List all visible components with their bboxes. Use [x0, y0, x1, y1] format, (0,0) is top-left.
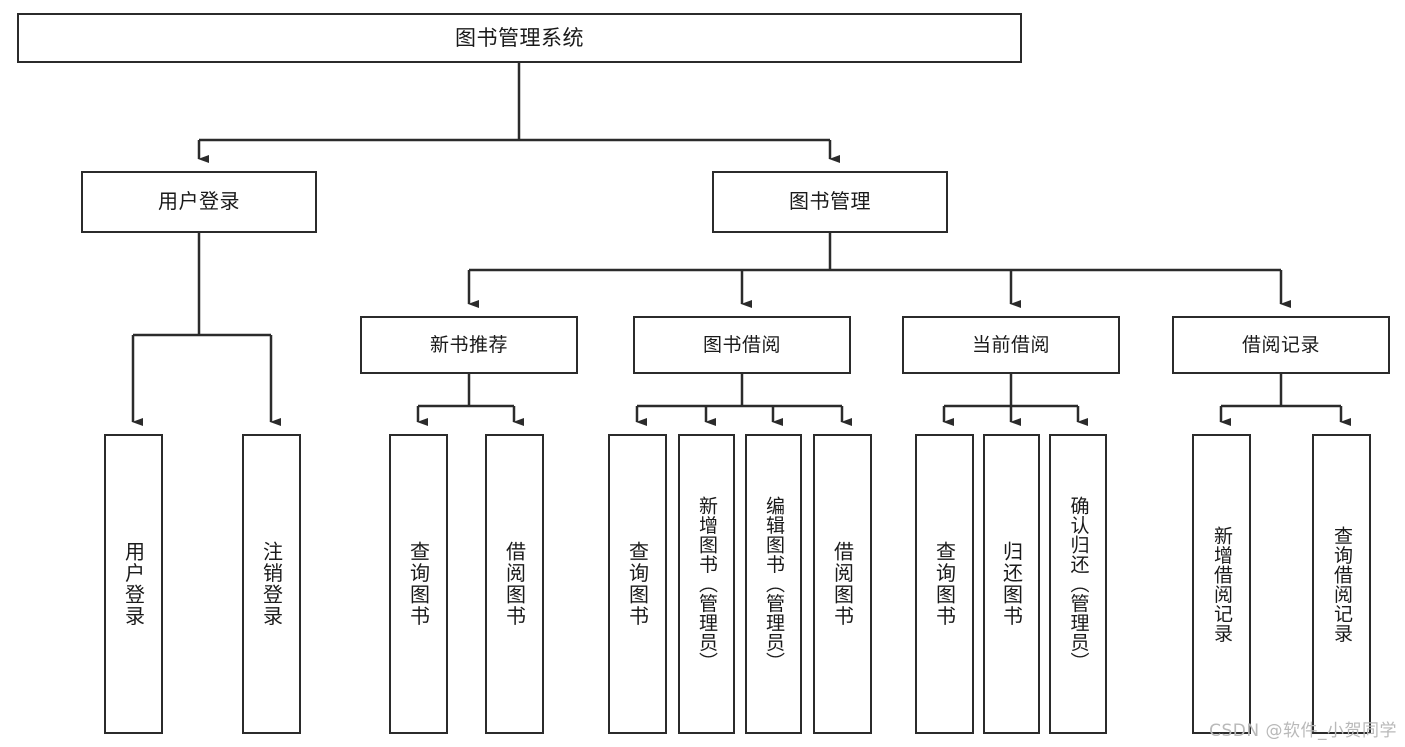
node-root-system[interactable]: 图书管理系统 — [17, 13, 1022, 63]
node-leaf-edit-book-label: 编辑图书（管理员） — [763, 496, 785, 672]
node-root-system-label: 图书管理系统 — [455, 25, 584, 50]
node-borrow-record[interactable]: 借阅记录 — [1172, 316, 1390, 374]
node-new-book-recommend[interactable]: 新书推荐 — [360, 316, 578, 374]
node-leaf-return-book[interactable]: 归还图书 — [983, 434, 1040, 734]
node-leaf-borrow-book-1[interactable]: 借阅图书 — [485, 434, 544, 734]
node-leaf-query-book-3-label: 查询图书 — [932, 541, 957, 627]
node-leaf-add-book[interactable]: 新增图书（管理员） — [678, 434, 735, 734]
edge-group-new-book-recommend — [416, 374, 524, 426]
csdn-watermark: CSDN @软件_小贺同学 — [1209, 721, 1397, 741]
node-leaf-query-book-2[interactable]: 查询图书 — [608, 434, 667, 734]
node-leaf-query-book-1[interactable]: 查询图书 — [389, 434, 448, 734]
node-leaf-query-book-3[interactable]: 查询图书 — [915, 434, 974, 734]
node-current-borrow[interactable]: 当前借阅 — [902, 316, 1120, 374]
node-book-manage[interactable]: 图书管理 — [712, 171, 948, 233]
node-leaf-borrow-book-2-label: 借阅图书 — [830, 541, 855, 627]
node-leaf-borrow-book-2[interactable]: 借阅图书 — [813, 434, 872, 734]
node-leaf-query-borrow-record[interactable]: 查询借阅记录 — [1312, 434, 1371, 734]
node-book-borrow[interactable]: 图书借阅 — [633, 316, 851, 374]
node-leaf-logout-login[interactable]: 注销登录 — [242, 434, 301, 734]
node-leaf-add-book-label: 新增图书（管理员） — [696, 496, 718, 672]
node-leaf-return-book-label: 归还图书 — [999, 541, 1024, 627]
node-borrow-record-label: 借阅记录 — [1241, 333, 1320, 356]
node-leaf-borrow-book-1-label: 借阅图书 — [502, 541, 527, 627]
node-leaf-edit-book[interactable]: 编辑图书（管理员） — [745, 434, 802, 734]
node-leaf-query-borrow-record-label: 查询借阅记录 — [1331, 525, 1353, 643]
edge-group-current-borrow — [942, 374, 1088, 426]
edge-group-book-manage — [467, 233, 1291, 308]
node-user-login-label: 用户登录 — [158, 189, 240, 214]
node-leaf-add-borrow-record-label: 新增借阅记录 — [1211, 525, 1233, 643]
edge-group-book-borrow — [635, 374, 852, 426]
node-current-borrow-label: 当前借阅 — [971, 333, 1050, 356]
edge-group-borrow-record — [1219, 374, 1351, 426]
node-leaf-query-book-1-label: 查询图书 — [406, 541, 431, 627]
node-new-book-recommend-label: 新书推荐 — [429, 333, 508, 356]
edge-group-user-login — [131, 233, 281, 426]
node-user-login[interactable]: 用户登录 — [81, 171, 317, 233]
node-leaf-logout-login-label: 注销登录 — [259, 541, 284, 627]
edge-group-root — [197, 63, 840, 163]
node-leaf-confirm-return-label: 确认归还（管理员） — [1067, 496, 1090, 672]
node-leaf-user-login[interactable]: 用户登录 — [104, 434, 163, 734]
node-leaf-query-book-2-label: 查询图书 — [625, 541, 650, 627]
node-leaf-add-borrow-record[interactable]: 新增借阅记录 — [1192, 434, 1251, 734]
node-leaf-confirm-return[interactable]: 确认归还（管理员） — [1049, 434, 1107, 734]
node-book-borrow-label: 图书借阅 — [702, 333, 781, 356]
node-leaf-user-login-label: 用户登录 — [121, 541, 146, 627]
node-book-manage-label: 图书管理 — [789, 189, 871, 214]
